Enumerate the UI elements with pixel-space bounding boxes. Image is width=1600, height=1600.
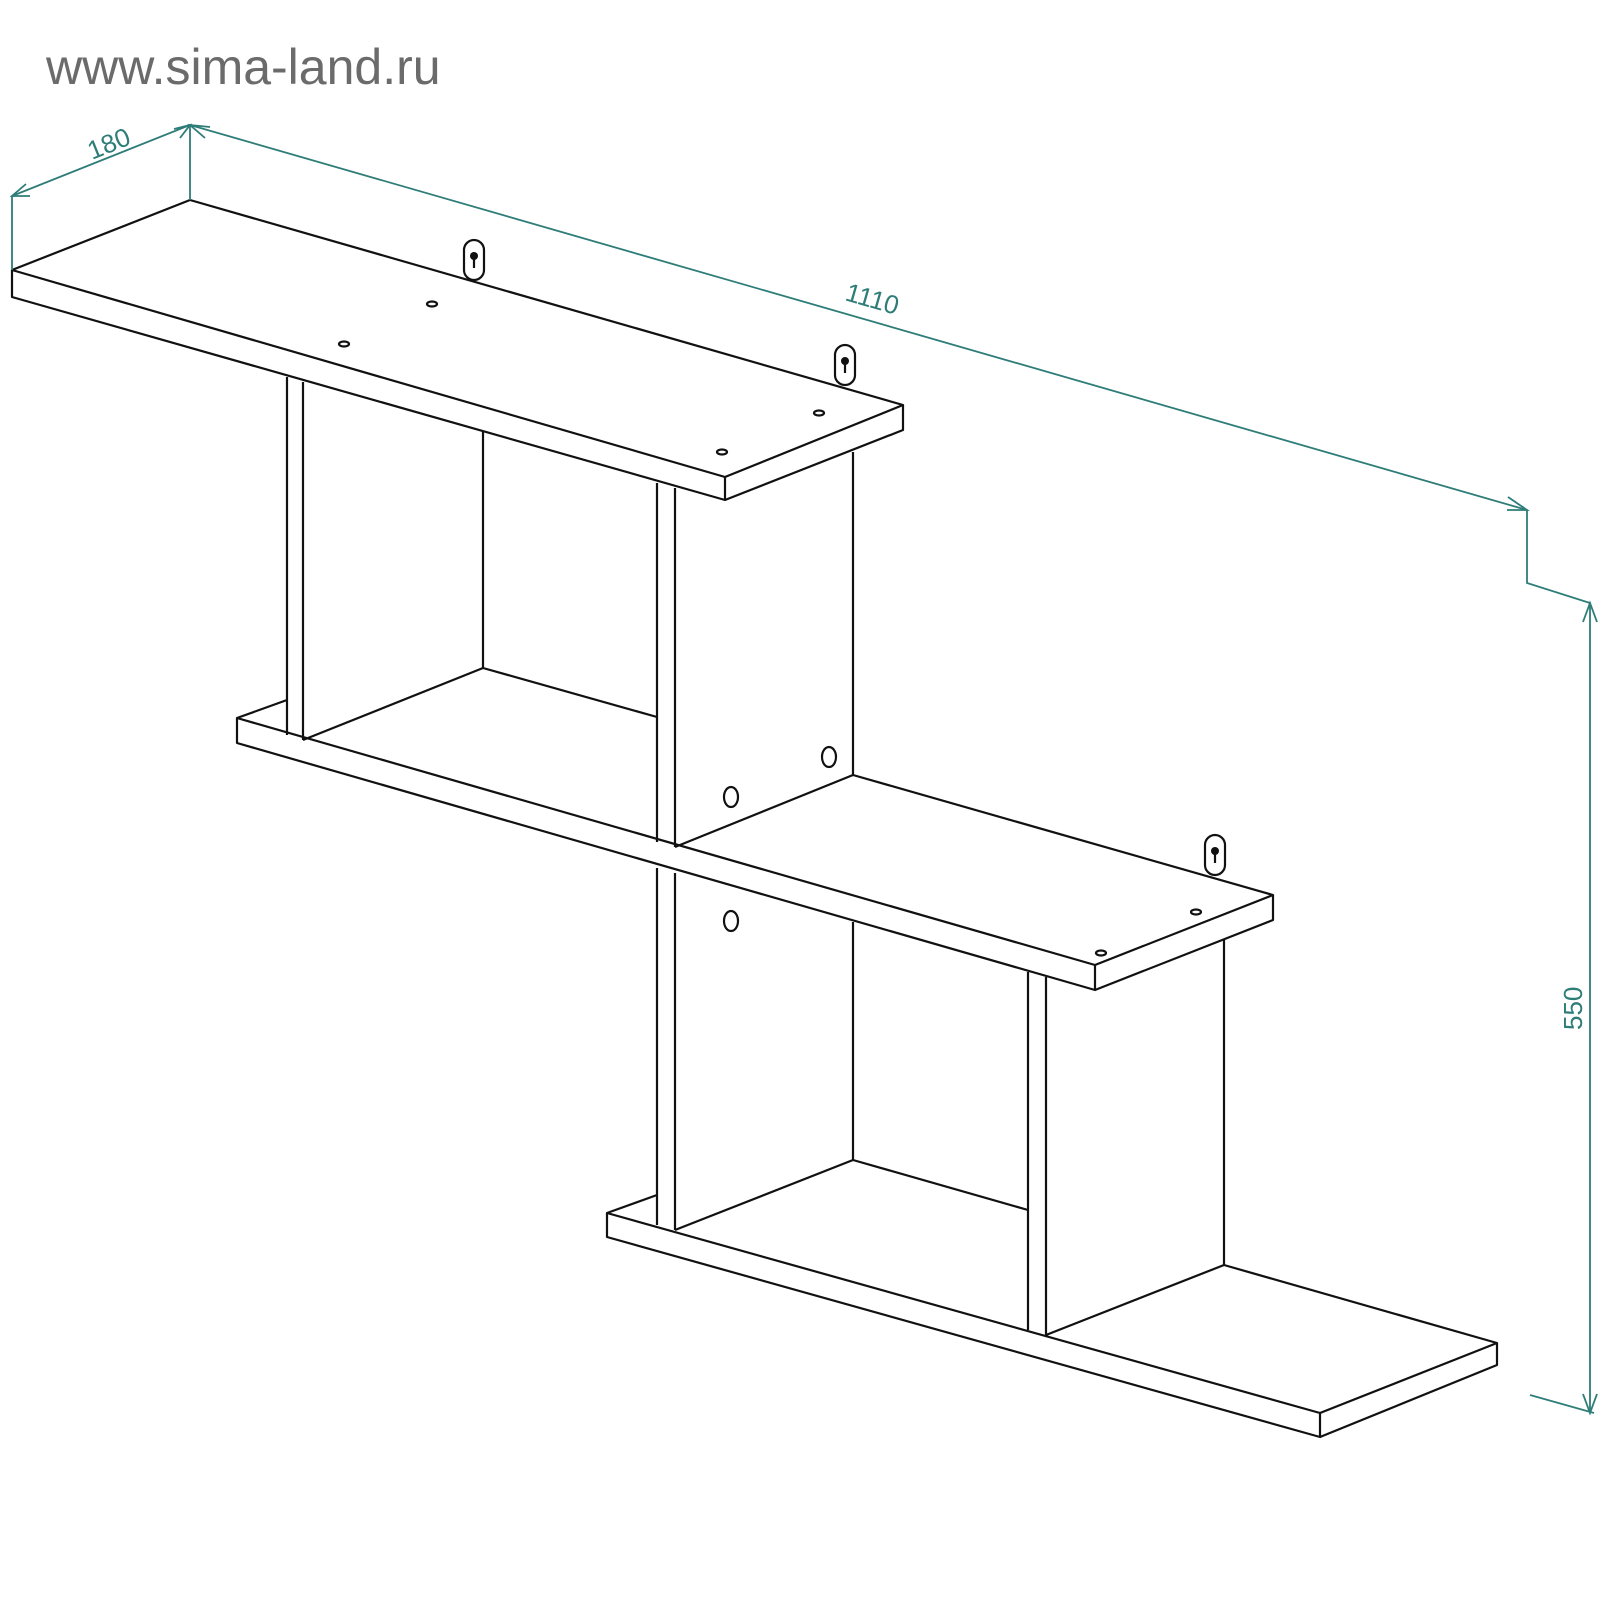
keyhole-bracket-icon — [462, 238, 486, 282]
top-shelf — [10, 198, 905, 502]
dimension-lines — [9, 123, 1598, 1416]
keyhole-bracket-icon — [1203, 833, 1227, 877]
height-dimension-label: 550 — [1558, 987, 1588, 1030]
depth-dimension-label: 180 — [83, 121, 134, 165]
upper-box — [285, 377, 855, 849]
lower-box — [655, 868, 1226, 1337]
watermark-text: www.sima-land.ru — [46, 39, 441, 95]
keyhole-brackets — [462, 238, 1227, 877]
keyhole-bracket-icon — [833, 343, 857, 387]
middle-shelf — [235, 698, 1275, 992]
dowel-holes — [337, 300, 1203, 957]
width-dimension-label: 1110 — [842, 277, 902, 321]
bottom-shelf — [605, 1193, 1499, 1439]
